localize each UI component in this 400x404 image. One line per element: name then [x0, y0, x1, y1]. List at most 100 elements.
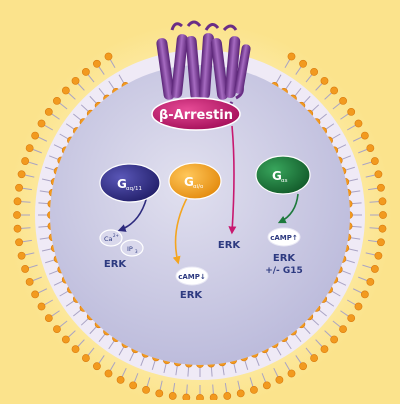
- gi-arrow: [172, 195, 189, 265]
- lipid-head-outer: [53, 97, 61, 105]
- lipid-head-outer: [310, 68, 318, 76]
- lipid-head-outer: [196, 394, 204, 402]
- lipid-head-outer: [366, 144, 375, 153]
- lipid-head-outer: [17, 251, 26, 260]
- g-alpha-io: G αi/o: [168, 162, 222, 200]
- gi-subscript: αi/o: [193, 184, 204, 190]
- lipid-head-outer: [25, 144, 34, 153]
- lipid-head-outer: [320, 345, 329, 354]
- lipid-head-outer: [71, 345, 80, 354]
- gs-symbol: G: [272, 169, 282, 183]
- lipid-head-outer: [320, 76, 329, 85]
- lipid-head-outer: [366, 277, 375, 286]
- lipid-head-outer: [37, 119, 46, 128]
- camp-down-bubble: cAMP↓: [175, 266, 209, 286]
- lipid-head-outer: [13, 224, 22, 233]
- receptor-helix-4: [199, 33, 214, 100]
- camp-down-label: cAMP↓: [178, 273, 206, 281]
- lipid-head-outer: [287, 52, 296, 61]
- lipid-head-outer: [104, 369, 113, 378]
- erk-gq-label: ERK: [104, 259, 128, 270]
- lipid-head-outer: [339, 325, 347, 333]
- lipid-head-outer: [13, 211, 21, 219]
- lipid-head-outer: [31, 131, 40, 140]
- receptor-helix-5: [210, 38, 229, 100]
- ip-subscript: 3: [135, 249, 138, 254]
- lipid-head-outer: [370, 265, 379, 273]
- receptor-helix-3: [185, 36, 202, 100]
- lipid-head-outer: [44, 108, 53, 116]
- lipid-head-outer: [330, 86, 339, 95]
- lipid-head-outer: [374, 170, 383, 179]
- beta-arrestin: β-Arrestin: [151, 97, 241, 131]
- lipid-head-outer: [44, 314, 53, 322]
- lipid-head-outer: [299, 362, 307, 371]
- lipid-head-outer: [377, 183, 385, 192]
- lipid-head-outer: [15, 238, 23, 247]
- lipid-head-outer: [377, 238, 385, 247]
- lipid-head-outer: [250, 385, 258, 394]
- gs-arrow: [277, 193, 299, 224]
- arrestin-label: β-Arrestin: [159, 108, 233, 123]
- lipid-head-outer: [299, 59, 307, 68]
- lipid-head-outer: [378, 197, 387, 206]
- lipid-head-outer: [330, 335, 339, 344]
- camp-up-label: cAMP↑: [270, 234, 298, 242]
- lipid-head-outer: [347, 314, 356, 322]
- erk-gs-label: ERK: [273, 253, 297, 264]
- lipid-head-outer: [223, 392, 232, 400]
- lipid-head-outer: [31, 290, 40, 299]
- erk-arrestin-label: ERK: [218, 240, 242, 251]
- gs-subscript: αs: [281, 178, 288, 184]
- lipid-head-outer: [287, 369, 296, 378]
- lipid-head-outer: [93, 59, 101, 68]
- gq-symbol: G: [117, 177, 127, 191]
- erk-gs-note: +/- G15: [265, 266, 303, 276]
- g-alpha-s: G αs: [255, 155, 311, 195]
- lipid-head-outer: [347, 108, 356, 116]
- lipid-head-outer: [379, 211, 387, 219]
- lipid-head-outer: [209, 393, 218, 402]
- lipid-head-outer: [104, 52, 113, 61]
- lipid-head-outer: [82, 68, 90, 76]
- ip3-bubble: IP 3: [120, 239, 144, 257]
- arrestin-erk-arrow: [228, 125, 237, 235]
- receptor-helix-1: [156, 38, 175, 100]
- lipid-head-outer: [37, 302, 46, 311]
- lipid-head-outer: [339, 97, 347, 105]
- lipid-head-outer: [182, 393, 191, 402]
- cell-interior: [50, 65, 350, 365]
- lipid-head-outer: [370, 157, 379, 165]
- receptor-helix-2: [171, 34, 188, 98]
- lipid-head-outer: [262, 381, 271, 390]
- lipid-head-outer: [374, 251, 383, 260]
- lipid-head-outer: [15, 183, 23, 192]
- lipid-head-outer: [71, 76, 80, 85]
- ca-superscript: 2+: [113, 233, 119, 238]
- lipid-head-outer: [21, 265, 30, 273]
- lipid-head-outer: [142, 385, 150, 394]
- lipid-head-outer: [354, 119, 363, 128]
- gq-subscript: αq/11: [126, 186, 142, 192]
- lipid-head-outer: [360, 290, 369, 299]
- lipid-head-outer: [21, 157, 30, 165]
- lipid-head-outer: [360, 131, 369, 140]
- lipid-head-outer: [155, 389, 164, 398]
- ca-bubble: Ca 2+: [99, 229, 123, 247]
- lipid-head-outer: [236, 389, 245, 398]
- lipid-head-outer: [13, 197, 22, 206]
- lipid-head-outer: [25, 277, 34, 286]
- lipid-head-outer: [275, 375, 284, 384]
- lipid-head-outer: [310, 354, 318, 362]
- ip-label: IP: [127, 245, 133, 253]
- g-alpha-q11: G αq/11: [99, 163, 161, 203]
- lipid-head-outer: [61, 335, 70, 344]
- receptor-helix-7: [234, 44, 251, 94]
- lipid-head-outer: [53, 325, 61, 333]
- gi-symbol: G: [184, 175, 194, 189]
- lipid-head-outer: [17, 170, 26, 179]
- lipid-head-outer: [82, 354, 90, 362]
- ca-label: Ca: [104, 235, 113, 243]
